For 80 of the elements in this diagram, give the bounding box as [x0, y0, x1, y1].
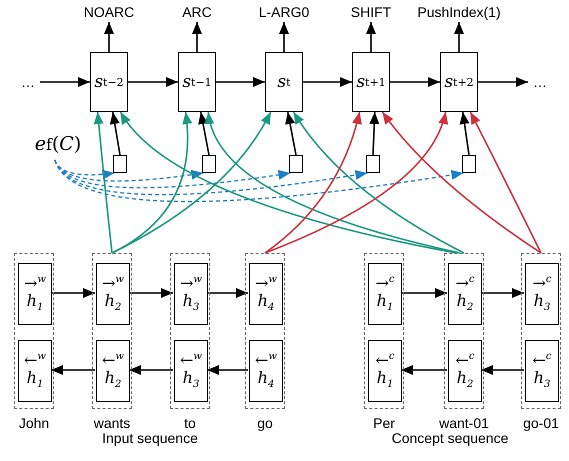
word-group-box: [92, 253, 132, 409]
sequence-label: Input sequence: [102, 430, 198, 446]
word-label: wants: [94, 415, 130, 431]
arrow: [401, 288, 447, 298]
arrow: [110, 112, 121, 156]
arrow: [129, 365, 173, 375]
word-label: go: [257, 415, 273, 431]
arrow: [54, 160, 290, 188]
arrow: [192, 22, 202, 52]
hidden-state-box: ←$^{c}$ h$_{3}$: [525, 340, 559, 402]
hidden-state-box: →$^{w}$ h$_{2}$: [96, 263, 130, 325]
hidden-state-box: →$^{c}$ h$_{1}$: [368, 263, 402, 325]
hidden-state-box: ←$^{w}$ h$_{3}$: [174, 340, 208, 402]
word-label: want-01: [439, 415, 489, 431]
arrow: [481, 288, 524, 298]
feature-box: [366, 155, 380, 173]
word-label: Per: [373, 415, 395, 431]
arrow: [292, 112, 464, 254]
arrow: [454, 22, 464, 52]
arrow: [401, 365, 447, 375]
arrow: [54, 160, 464, 202]
hidden-state-box: →$^{w}$ h$_{1}$: [18, 263, 52, 325]
hidden-state-box: →$^{w}$ h$_{3}$: [174, 263, 208, 325]
word-group-box: [170, 253, 210, 409]
arrow: [206, 112, 460, 254]
word-label: to: [184, 415, 196, 431]
output-label: L-ARG0: [249, 2, 319, 22]
arrow: [104, 22, 114, 52]
arrow: [264, 112, 362, 254]
hidden-state-box: ←$^{c}$ h$_{1}$: [368, 340, 402, 402]
output-label: ARC: [177, 2, 217, 22]
arrow: [207, 365, 248, 375]
hidden-state-box: ←$^{c}$ h$_{2}$: [448, 340, 482, 402]
hidden-state-box: ←$^{w}$ h$_{1}$: [18, 340, 52, 402]
arrow: [478, 77, 528, 87]
sequence-label: Concept sequence: [392, 430, 508, 446]
arrow: [129, 288, 173, 298]
feature-box: [113, 155, 127, 173]
arrow: [390, 77, 440, 87]
arrow: [54, 160, 114, 180]
ellipsis: …: [528, 72, 552, 92]
arrow: [382, 112, 542, 254]
word-group-box: [364, 253, 404, 409]
arrow: [94, 112, 113, 254]
arrow: [51, 288, 95, 298]
feature-box: [202, 155, 216, 173]
hidden-state-box: →$^{c}$ h$_{3}$: [525, 263, 559, 325]
output-label: PushIndex(1): [406, 2, 512, 22]
hidden-state-box: ←$^{w}$ h$_{4}$: [249, 340, 283, 402]
arrow: [481, 365, 524, 375]
arrow: [120, 112, 456, 254]
arrow: [303, 77, 352, 87]
arrow: [279, 22, 289, 52]
ellipsis: …: [16, 72, 40, 92]
output-label: SHIFT: [341, 2, 401, 22]
arrow: [207, 288, 248, 298]
arrow: [470, 112, 542, 254]
hidden-state-box: →$^{w}$ h$_{4}$: [249, 263, 283, 325]
arrow: [264, 112, 448, 254]
hidden-state-box: →$^{c}$ h$_{2}$: [448, 263, 482, 325]
hidden-state-box: ←$^{w}$ h$_{2}$: [96, 340, 130, 402]
arrow: [112, 112, 272, 254]
word-group-box: [521, 253, 561, 409]
arrow: [128, 77, 178, 87]
word-label: John: [18, 415, 50, 431]
feature-box: [462, 155, 476, 173]
word-label: go-01: [523, 415, 559, 431]
arrow: [285, 112, 297, 156]
word-group-box: [14, 253, 54, 409]
arrow: [366, 22, 376, 52]
feature-box: [289, 155, 303, 173]
arrow: [40, 77, 90, 87]
arrow: [216, 77, 265, 87]
word-group-box: [444, 253, 484, 409]
word-group-box: [245, 253, 285, 409]
output-label: NOARC: [79, 2, 139, 22]
arrow: [369, 112, 380, 156]
arrow: [460, 112, 470, 156]
arrow: [51, 365, 95, 375]
arrow: [198, 112, 210, 156]
